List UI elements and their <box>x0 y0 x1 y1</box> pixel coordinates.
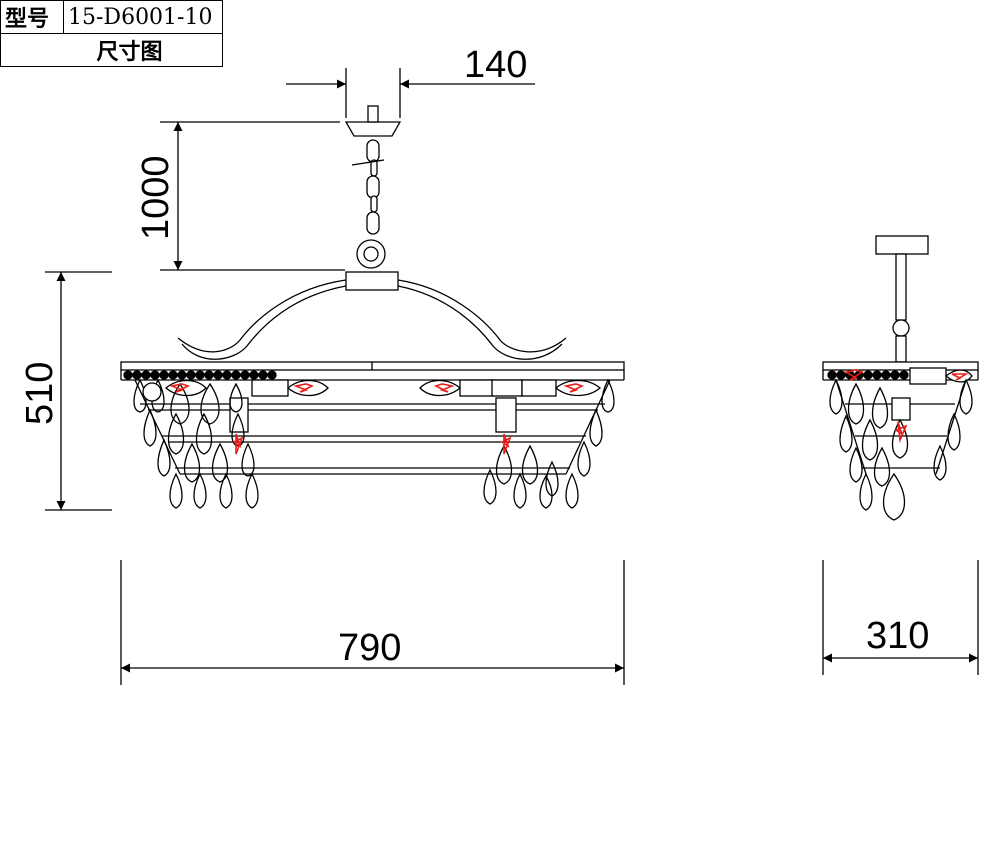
dim-canopy-width-label: 140 <box>464 44 527 86</box>
dim-canopy-width <box>286 68 535 118</box>
model-label: 型号 <box>0 0 64 34</box>
dim-chain-length <box>160 121 345 271</box>
drawing-label: 尺寸图 <box>0 33 223 67</box>
bulb-filaments-front <box>169 383 585 455</box>
dim-side-width <box>822 560 979 675</box>
front-view-chandelier <box>120 105 625 509</box>
chain <box>351 139 385 235</box>
dim-body-height-label: 510 <box>19 362 61 425</box>
dim-body-height <box>45 271 112 511</box>
crystal-drops-right <box>483 378 615 509</box>
dim-body-length <box>120 560 625 685</box>
dim-chain-length-label: 1000 <box>135 155 177 240</box>
model-value: 15-D6001-10 <box>63 0 223 34</box>
bulb-filaments-side <box>843 369 969 444</box>
title-block: 型号 15-D6001-10 尺寸图 <box>0 0 223 67</box>
dim-body-length-label: 790 <box>338 627 401 669</box>
side-view-chandelier <box>822 235 979 521</box>
bead-row <box>123 370 277 380</box>
dim-side-width-label: 310 <box>866 615 929 657</box>
